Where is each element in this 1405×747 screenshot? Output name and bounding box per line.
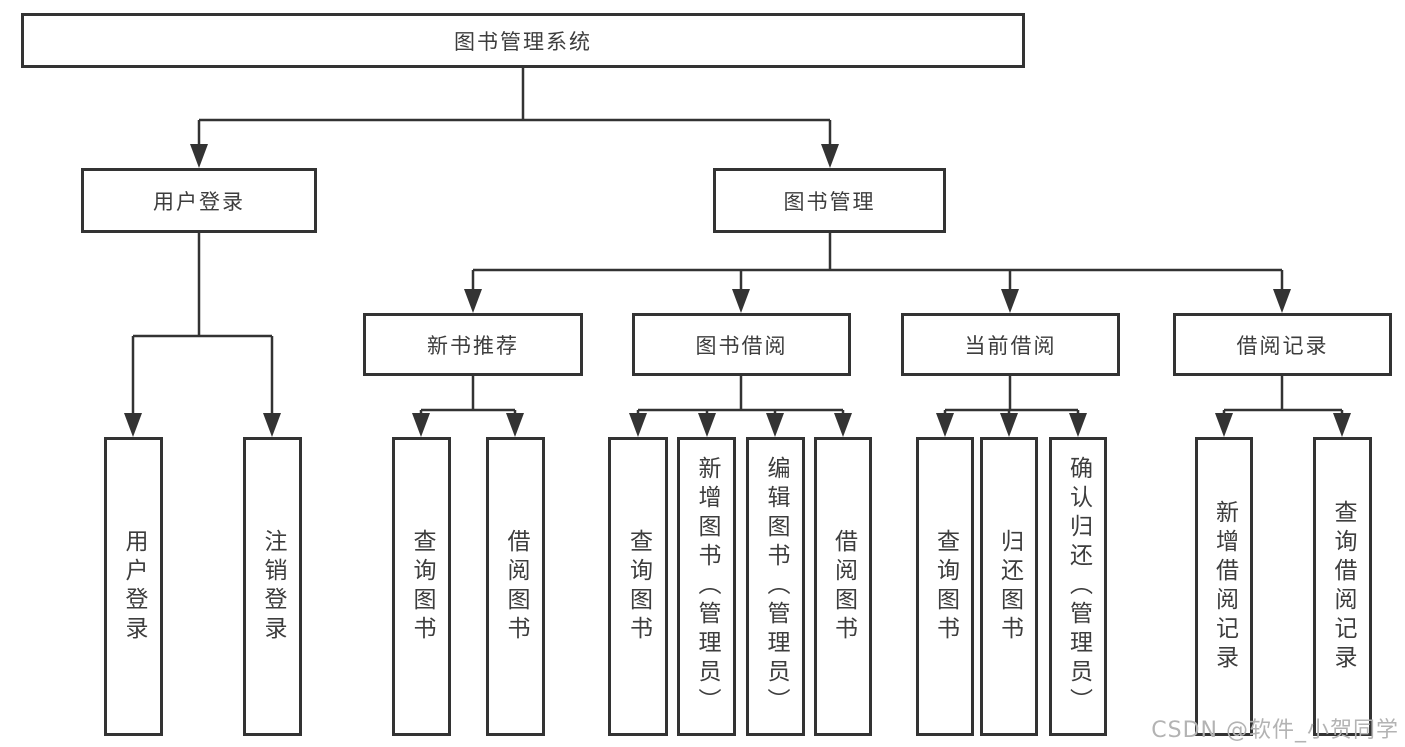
node-borrowing-records: 借阅记录 <box>1173 313 1392 376</box>
node-label: 新增借阅记录 <box>1211 499 1238 674</box>
node-borrow-books: 借阅图书 <box>814 437 872 736</box>
node-query-books-borrow: 查询图书 <box>608 437 668 736</box>
node-query-books-recommend: 查询图书 <box>392 437 451 736</box>
node-current-borrowing: 当前借阅 <box>901 313 1120 376</box>
node-new-book-recommendation: 新书推荐 <box>363 313 583 376</box>
node-label: 查询图书 <box>932 528 959 645</box>
node-return-books: 归还图书 <box>980 437 1038 736</box>
node-query-borrow-record: 查询借阅记录 <box>1313 437 1372 736</box>
csdn-watermark: CSDN @软件_小贺同学 <box>1151 718 1399 743</box>
node-label: 查询图书 <box>625 528 652 645</box>
node-label: 用户登录 <box>121 528 147 645</box>
node-label: 查询借阅记录 <box>1330 499 1356 674</box>
node-label: 确认归还（管理员） <box>1065 456 1092 717</box>
node-book-management-module: 图书管理 <box>713 168 946 233</box>
node-user-login-module: 用户登录 <box>81 168 317 233</box>
node-label: 新书推荐 <box>427 333 519 358</box>
node-label: 新增图书（管理员） <box>694 456 720 717</box>
node-library-management-system: 图书管理系统 <box>21 13 1025 68</box>
node-label: 图书管理 <box>783 189 876 214</box>
node-label: 查询图书 <box>409 528 435 645</box>
node-label: 借阅图书 <box>830 528 857 645</box>
node-label: 用户登录 <box>153 189 245 214</box>
node-add-books-admin: 新增图书（管理员） <box>677 437 736 736</box>
node-label: 图书管理系统 <box>454 29 592 54</box>
node-book-borrowing: 图书借阅 <box>632 313 851 376</box>
node-label: 归还图书 <box>996 528 1023 645</box>
node-label: 借阅记录 <box>1236 333 1329 358</box>
node-borrow-books-recommend: 借阅图书 <box>486 437 545 736</box>
node-label: 注销登录 <box>260 528 286 645</box>
node-edit-books-admin: 编辑图书（管理员） <box>746 437 805 736</box>
node-label: 图书借阅 <box>695 333 788 358</box>
node-label: 编辑图书（管理员） <box>763 456 789 717</box>
node-logout: 注销登录 <box>243 437 302 736</box>
node-query-books-current: 查询图书 <box>916 437 974 736</box>
node-add-borrow-record: 新增借阅记录 <box>1195 437 1253 736</box>
node-label: 当前借阅 <box>964 333 1057 358</box>
node-label: 借阅图书 <box>503 528 529 645</box>
node-confirm-return-admin: 确认归还（管理员） <box>1049 437 1107 736</box>
node-user-login-leaf: 用户登录 <box>104 437 163 736</box>
